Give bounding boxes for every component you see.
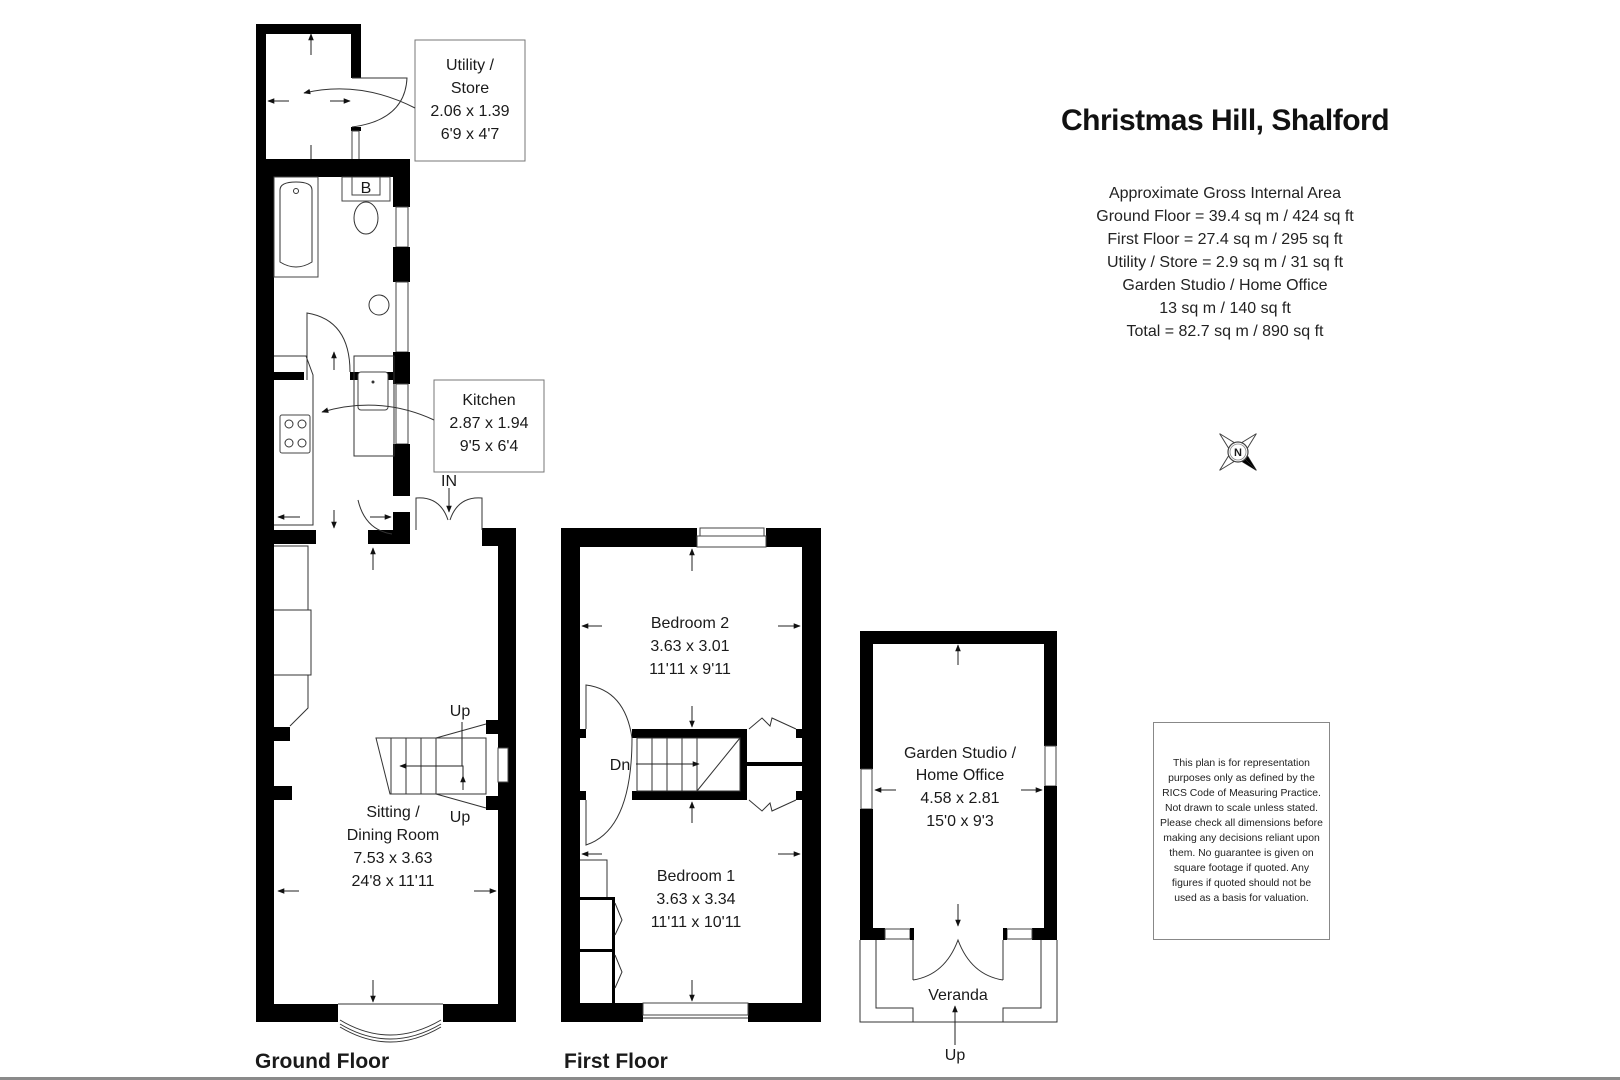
bathroom-door-swing	[306, 312, 351, 380]
ground-floor-label: Ground Floor	[255, 1050, 389, 1073]
studio-label: Garden Studio / Home Office 4.58 x 2.81 …	[904, 745, 1017, 830]
bathroom-fixtures: B	[273, 176, 391, 380]
first-floor-stairs: Dn	[610, 737, 741, 792]
compass-north-label: N	[1234, 447, 1242, 459]
first-floor-walls	[561, 527, 821, 1022]
kitchen-metric: 2.87 x 1.94	[449, 415, 528, 432]
sink-icon	[357, 371, 389, 411]
cupboard-door-lower	[748, 799, 797, 812]
utility-door-swing	[351, 77, 408, 128]
bedroom1-name: Bedroom 1	[657, 868, 735, 885]
toilet-icon	[353, 201, 379, 235]
garden-studio-plan: Garden Studio / Home Office 4.58 x 2.81 …	[859, 631, 1058, 1064]
kitchen-label-box: Kitchen 2.87 x 1.94 9'5 x 6'4	[321, 379, 545, 473]
entrance-label: IN	[441, 473, 457, 490]
bedroom1-label: Bedroom 1 3.63 x 3.34 11'11 x 10'11	[651, 868, 742, 931]
bedroom2-name: Bedroom 2	[651, 615, 729, 632]
bedroom1-wardrobes	[580, 859, 623, 1003]
cupboard-door-upper	[748, 717, 797, 730]
bedroom1-metric: 3.63 x 3.34	[656, 891, 735, 908]
studio-walls	[860, 631, 1057, 940]
bedroom1-imperial: 11'11 x 10'11	[651, 914, 742, 931]
sitting-metric: 7.53 x 3.63	[353, 850, 432, 867]
studio-name-2: Home Office	[916, 767, 1005, 784]
bedroom2-metric: 3.63 x 3.01	[650, 638, 729, 655]
entrance-door: IN	[415, 473, 483, 530]
area-total: Total = 82.7 sq m / 890 sq ft	[1126, 323, 1324, 340]
bedroom2-imperial: 11'11 x 9'11	[649, 661, 731, 678]
bedroom2-label: Bedroom 2 3.63 x 3.01 11'11 x 9'11	[649, 615, 731, 678]
utility-imperial: 6'9 x 4'7	[441, 126, 500, 143]
sitting-name: Sitting /	[366, 804, 420, 821]
bottom-divider	[0, 1077, 1620, 1080]
utility-name-2: Store	[451, 80, 489, 97]
bathtub-icon	[279, 181, 313, 268]
kitchen-door-swing	[357, 499, 393, 535]
kitchen-imperial: 9'5 x 6'4	[460, 438, 519, 455]
utility-store-label-box: Utility / Store 2.06 x 1.39 6'9 x 4'7	[303, 39, 526, 162]
ground-floor-stairs	[375, 722, 487, 809]
area-first-floor: First Floor = 27.4 sq m / 295 sq ft	[1107, 231, 1343, 248]
studio-double-door	[912, 938, 1004, 981]
disclaimer-text: This plan is for representation purposes…	[1160, 758, 1323, 904]
veranda-outline	[859, 940, 1058, 1023]
utility-name: Utility /	[446, 57, 495, 74]
area-heading: Approximate Gross Internal Area	[1108, 185, 1342, 202]
sitting-room-fixtures: Up Up	[274, 545, 509, 1043]
studio-metric: 4.58 x 2.81	[920, 790, 999, 807]
first-floor-plan: Dn Bedroom 2 3.63 x 3.01 11'11 x 9'11	[561, 527, 821, 1073]
compass-rose-icon: N	[1219, 433, 1257, 471]
sitting-room-label: Sitting / Dining Room 7.53 x 3.63 24'8 x…	[347, 804, 439, 890]
stairs-up-label-2: Up	[450, 809, 471, 826]
utility-store-walls	[256, 24, 361, 174]
property-title: Christmas Hill, Shalford	[1060, 104, 1390, 137]
ground-floor-plan: Utility / Store 2.06 x 1.39 6'9 x 4'7	[255, 24, 545, 1073]
veranda-label: Veranda	[928, 987, 988, 1004]
hob-icon	[279, 414, 311, 454]
utility-metric: 2.06 x 1.39	[430, 103, 509, 120]
kitchen-name: Kitchen	[462, 392, 515, 409]
veranda-steps-up-label: Up	[945, 1047, 966, 1064]
boiler-label: B	[361, 180, 372, 197]
basin-icon	[368, 294, 390, 316]
first-floor-label: First Floor	[564, 1050, 668, 1073]
landing-door-swing	[585, 684, 633, 846]
studio-imperial: 15'0 x 9'3	[926, 813, 994, 830]
studio-name: Garden Studio /	[904, 745, 1017, 762]
area-utility-store: Utility / Store = 2.9 sq m / 31 sq ft	[1106, 254, 1344, 271]
sitting-imperial: 24'8 x 11'11	[352, 873, 435, 890]
stairs-up-label-1: Up	[450, 703, 471, 720]
area-ground-floor: Ground Floor = 39.4 sq m / 424 sq ft	[1096, 208, 1354, 225]
area-studio-name: Garden Studio / Home Office	[1122, 277, 1328, 294]
sitting-name-2: Dining Room	[347, 827, 439, 844]
area-studio-value: 13 sq m / 140 sq ft	[1159, 300, 1291, 317]
disclaimer-box: This plan is for representation purposes…	[1153, 722, 1330, 940]
ground-floor-walls	[256, 159, 516, 1022]
stairs-down-label: Dn	[610, 757, 630, 774]
area-summary: Approximate Gross Internal Area Ground F…	[1040, 182, 1410, 343]
